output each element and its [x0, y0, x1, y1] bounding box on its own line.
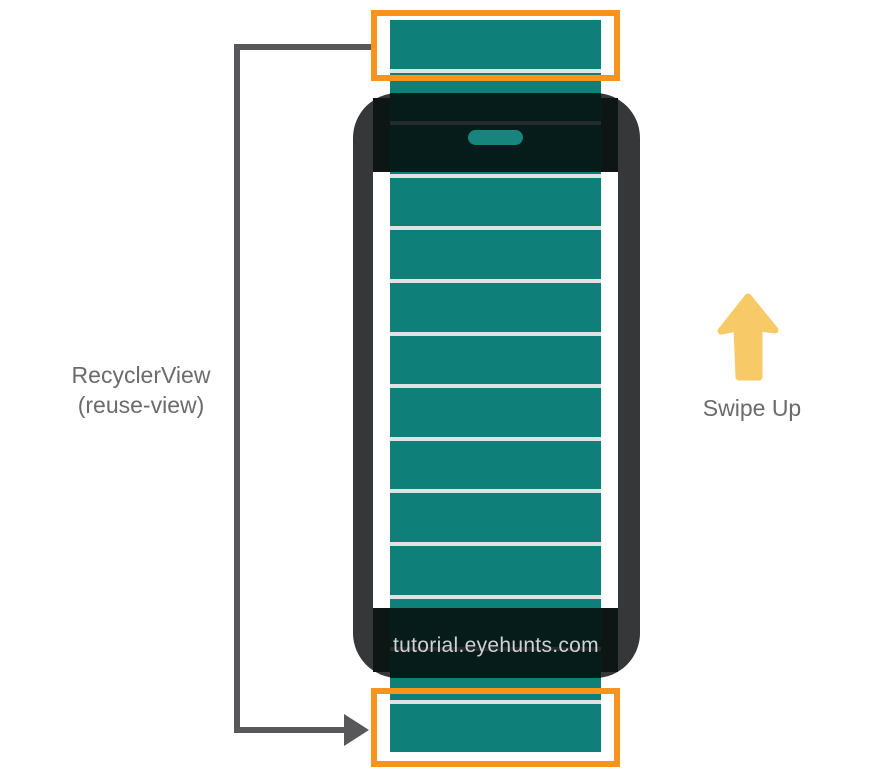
- recycled-item-box-top: [371, 10, 620, 81]
- list-item: [390, 388, 601, 437]
- bottom-bezel-shade: [390, 608, 601, 678]
- recyclerview-label-line1: RecyclerView: [71, 362, 211, 388]
- list-item: [390, 440, 601, 490]
- list-item: [390, 177, 601, 227]
- connector-arrowhead-icon: [344, 714, 369, 746]
- recyclerview-label: RecyclerView (reuse-view): [31, 360, 251, 420]
- connector-line-top: [234, 44, 371, 50]
- list-item: [390, 20, 601, 69]
- swipe-up-arrow-icon: [717, 293, 779, 381]
- list-item: [390, 282, 601, 332]
- recyclerview-label-line2: (reuse-view): [77, 392, 205, 418]
- list-item: [390, 335, 601, 385]
- connector-line-vertical: [234, 44, 240, 733]
- speaker-icon: [468, 130, 523, 145]
- recycled-item-box-bottom: [371, 688, 620, 767]
- connector-line-bottom: [234, 727, 346, 733]
- list-item: [390, 493, 601, 542]
- list-item: [390, 703, 601, 753]
- list-item: [390, 545, 601, 595]
- swipe-up-label: Swipe Up: [702, 395, 802, 421]
- watermark-text: tutorial.eyehunts.com: [393, 634, 599, 657]
- list-item: [390, 230, 601, 279]
